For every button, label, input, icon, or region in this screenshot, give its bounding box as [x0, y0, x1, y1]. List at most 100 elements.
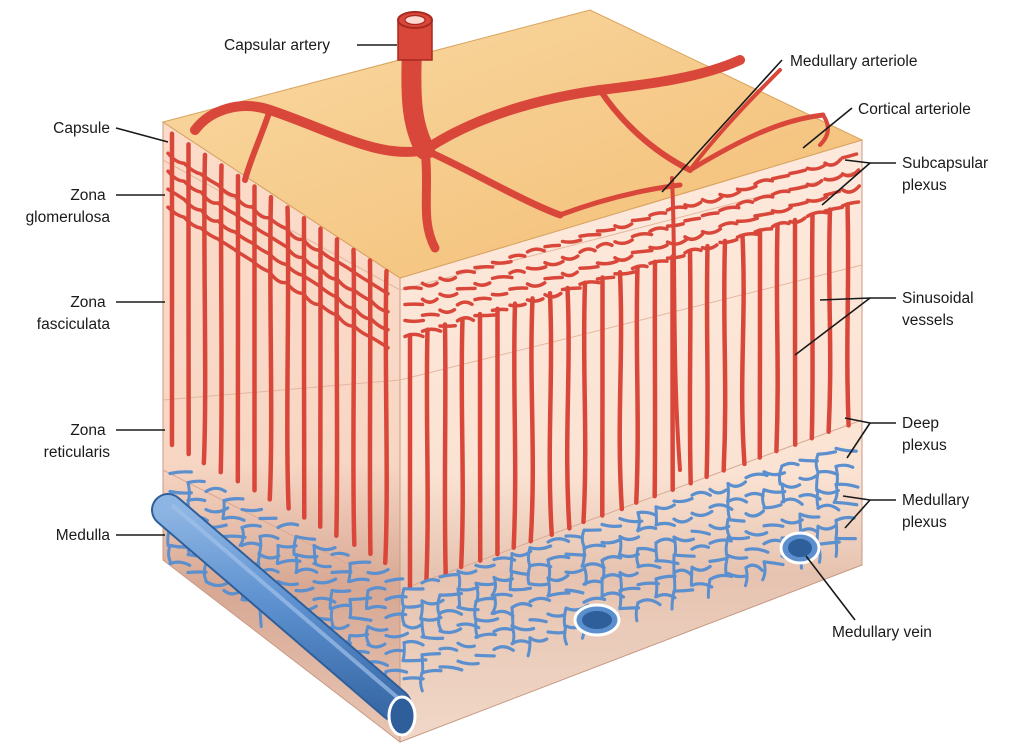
medullary-plexus-segment — [421, 601, 423, 619]
medullary-plexus-segment — [476, 565, 494, 567]
medullary-plexus-segment — [619, 537, 621, 555]
subcapsular-plexus-segment — [580, 235, 600, 237]
medullary-plexus-segment — [800, 514, 801, 532]
medullary-plexus-segment — [511, 554, 512, 572]
medullary-plexus-segment — [602, 524, 621, 526]
subcapsular-plexus-segment — [493, 262, 512, 264]
medullary-plexus-segment — [170, 472, 191, 474]
subcapsular-plexus-segment — [405, 288, 421, 289]
subcapsular-plexus-segment — [598, 229, 615, 231]
medullary-plexus-segment — [530, 584, 549, 585]
medullary-plexus-segment — [458, 571, 460, 589]
medullary-plexus-segment — [728, 538, 749, 539]
sinusoidal-vessel — [583, 283, 585, 522]
medullary-plexus-segment — [458, 589, 460, 607]
sinusoidal-vessel — [636, 267, 637, 503]
medullary-plexus-segment — [476, 655, 494, 656]
medullary-plexus-segment — [708, 579, 710, 597]
subcapsular-plexus-segment — [545, 277, 562, 278]
subcapsular-plexus-segment — [405, 320, 423, 321]
label-zona-glomerulosa: Zona glomerulosa — [26, 187, 111, 226]
medullary-plexus-segment — [350, 600, 351, 618]
medullary-plexus-segment — [836, 538, 837, 556]
medullary-plexus-segment — [674, 555, 694, 556]
medullary-plexus-segment — [728, 520, 744, 522]
subcapsular-plexus-segment — [475, 298, 490, 299]
medullary-plexus-segment — [188, 499, 205, 500]
medullary-plexus-segment — [422, 655, 423, 673]
capsular-artery — [398, 12, 432, 60]
label-capsule: Capsule — [53, 120, 110, 137]
medullary-plexus-segment — [566, 536, 582, 538]
label-medullary-vein: Medullary vein — [832, 624, 932, 641]
medullary-plexus-segment — [170, 492, 191, 494]
medullary-plexus-segment — [620, 591, 621, 609]
medullary-plexus-segment — [188, 572, 206, 573]
subcapsular-plexus-segment — [458, 271, 475, 273]
medullary-plexus-segment — [728, 484, 729, 502]
subcapsular-plexus-segment — [563, 240, 581, 242]
sinusoidal-vessel — [514, 304, 516, 548]
medullary-plexus-segment — [510, 572, 512, 590]
sinusoidal-vessel — [426, 330, 427, 580]
subcapsular-plexus-segment — [493, 277, 512, 279]
medullary-plexus-segment — [224, 499, 243, 501]
subcapsular-plexus-segment — [475, 315, 495, 316]
sinusoidal-vessel — [336, 239, 337, 535]
medullary-plexus-segment — [350, 634, 368, 635]
sinusoidal-vessel — [690, 251, 691, 483]
medullary-plexus-segment — [188, 481, 204, 482]
sinusoidal-vessel — [707, 246, 708, 477]
subcapsular-plexus-segment — [633, 219, 650, 221]
medullary-plexus-segment — [332, 553, 348, 555]
medullary-plexus-segment — [476, 583, 494, 584]
medullary-plexus-segment — [782, 484, 784, 502]
medullary-plexus-segment — [422, 654, 439, 655]
subcapsular-plexus-segment — [510, 288, 527, 289]
subcapsular-plexus-segment — [545, 245, 559, 246]
sinusoidal-vessel — [287, 208, 288, 509]
medullary-plexus-segment — [422, 637, 443, 639]
medullary-plexus-segment — [656, 543, 657, 561]
medullary-plexus-segment — [386, 670, 407, 672]
medullary-plexus-segment — [314, 546, 316, 564]
medullary-plexus-segment — [242, 509, 262, 510]
medullary-plexus-segment — [278, 546, 296, 548]
medullary-plexus-segment — [836, 466, 837, 484]
medullary-plexus-segment — [674, 573, 675, 591]
subcapsular-plexus-segment — [528, 267, 546, 269]
medullary-plexus-segment — [817, 490, 818, 508]
medullary-plexus-segment — [620, 573, 621, 591]
medullary-plexus-segment — [332, 591, 350, 592]
label-zona-reticularis: Zona reticularis — [44, 422, 111, 461]
medullary-plexus-segment — [494, 594, 511, 595]
medullary-plexus-segment — [636, 603, 638, 621]
label-sinusoidal-vessels: Sinusoidal vessels — [902, 290, 978, 329]
medullary-plexus-segment — [745, 568, 747, 586]
subcapsular-plexus-segment — [563, 288, 581, 289]
sinusoidal-vessel — [620, 272, 622, 509]
medullary-plexus-segment — [817, 472, 818, 490]
medullary-plexus-segment — [638, 513, 640, 531]
medullary-plexus-segment — [726, 538, 728, 556]
sinusoidal-vessel — [221, 165, 222, 472]
label-capsular-artery: Capsular artery — [224, 37, 330, 54]
label-cortical-arteriole: Cortical arteriole — [858, 101, 971, 118]
medullary-plexus-segment — [528, 548, 530, 566]
medullary-plexus-segment — [674, 590, 693, 591]
subcapsular-plexus-segment — [493, 294, 507, 295]
medullary-plexus-segment — [350, 598, 371, 600]
medullary-plexus-segment — [566, 554, 585, 555]
medullary-plexus-segment — [548, 560, 550, 578]
sinusoidal-vessel — [385, 271, 386, 563]
sinusoidal-vessel — [270, 197, 271, 499]
label-zona-fasciculata: Zona fasciculata — [37, 294, 111, 333]
medullary-plexus-segment — [836, 520, 837, 538]
sinusoidal-vessel — [550, 293, 552, 535]
subcapsular-plexus-segment — [493, 309, 507, 310]
label-medullary-plexus: Medullary plexus — [902, 492, 974, 531]
medullary-plexus-segment — [476, 619, 478, 637]
medullary-plexus-segment — [548, 632, 565, 633]
